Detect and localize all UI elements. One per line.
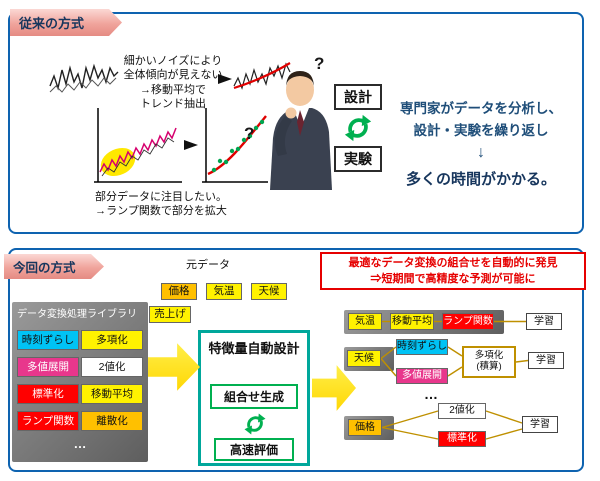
question-mark-left: ? xyxy=(244,124,255,143)
pipeline2-step-time-shift: 時刻ずらし xyxy=(396,339,448,355)
source-data-label: 元データ xyxy=(186,259,230,271)
legacy-banner: 従来の方式 xyxy=(10,9,122,36)
headline-box: 最適なデータ変換の組合せを自動的に発見 ⇒短期間で高精度な予測が可能に xyxy=(320,252,586,290)
library-item-standardize: 標準化 xyxy=(17,384,79,404)
pipeline3-input-price: 価格 xyxy=(348,419,382,436)
library-item-moving-average: 移動平均 xyxy=(81,384,143,404)
legacy-banner-label: 従来の方式 xyxy=(19,16,85,31)
transform-library-title: データ変換処理ライブラリ xyxy=(17,309,137,320)
fast-evaluation-box: 高速評価 xyxy=(214,438,294,461)
noisy-signal-chart xyxy=(49,63,119,93)
pipeline-connector-lines xyxy=(380,320,529,440)
pipeline1-output-learning: 学習 xyxy=(526,313,562,330)
legacy-note-noise: 細かいノイズにより 全体傾向が見えない →移動平均で トレンド抽出 xyxy=(123,55,223,110)
library-item-ramp: ランプ関数 xyxy=(17,411,79,431)
trend-extracted-chart xyxy=(233,62,291,90)
legacy-summary-text: 専門家がデータを分析し、 設計・実験を繰り返し xyxy=(400,101,562,138)
pipeline1-input-temperature: 気温 xyxy=(348,313,382,330)
design-label: 設計 xyxy=(344,89,372,105)
design-box: 設計 xyxy=(334,84,382,110)
pipeline2-step-polynomial-combined: 多項化 (積算) xyxy=(462,346,516,378)
library-item-multivalue: 多値展開 xyxy=(17,357,79,377)
library-item-time-shift: 時刻ずらし xyxy=(17,330,79,350)
question-mark-top: ? xyxy=(314,54,325,73)
pipelines-more-ellipsis: … xyxy=(424,386,438,402)
pipeline1-step-ramp: ランプ関数 xyxy=(442,313,494,330)
engine-cycle-arrows-icon xyxy=(244,413,266,435)
modern-banner-label: 今回の方式 xyxy=(13,261,76,275)
legacy-down-arrow: ↓ xyxy=(477,144,485,161)
legacy-note-partial: 部分データに注目したい。 →ランプ関数で部分を拡大 xyxy=(95,191,227,218)
library-item-binarize: 2値化 xyxy=(81,357,143,377)
legacy-conclusion-text: 多くの時間がかかる。 xyxy=(405,171,556,188)
combination-generation-box: 組合せ生成 xyxy=(210,384,298,409)
engine-title: 特徴量自動設計 xyxy=(208,341,300,356)
pipeline3-step-binarize: 2値化 xyxy=(438,403,486,419)
library-item-discretize: 離散化 xyxy=(81,411,143,431)
arrow-to-zoom-chart-icon xyxy=(184,140,198,150)
experiment-box: 実験 xyxy=(334,146,382,172)
transform-library-panel xyxy=(12,302,148,462)
library-item-polynomial: 多項化 xyxy=(81,330,143,350)
source-item-temperature: 気温 xyxy=(206,283,242,300)
pipeline2-output-learning: 学習 xyxy=(528,352,564,369)
pipeline1-step-moving-average: 移動平均 xyxy=(390,313,434,330)
cycle-arrows-icon xyxy=(344,114,372,142)
experiment-label: 実験 xyxy=(344,151,372,167)
source-item-weather: 天候 xyxy=(251,283,287,300)
library-more-ellipsis: … xyxy=(73,436,87,451)
pipeline3-output-learning: 学習 xyxy=(522,416,558,433)
pipeline2-step-multivalue: 多値展開 xyxy=(396,368,448,384)
businessman-illustration xyxy=(270,71,332,190)
pipeline3-step-standardize: 標準化 xyxy=(438,431,486,447)
modern-banner: 今回の方式 xyxy=(4,254,104,279)
pipeline2-input-weather: 天候 xyxy=(347,350,381,367)
partial-data-chart xyxy=(94,108,182,183)
arrow-to-trend-chart-icon xyxy=(218,74,232,84)
source-item-price: 価格 xyxy=(161,283,197,300)
target-item-sales: 売上げ xyxy=(149,306,191,323)
ramp-zoom-chart xyxy=(202,108,268,183)
